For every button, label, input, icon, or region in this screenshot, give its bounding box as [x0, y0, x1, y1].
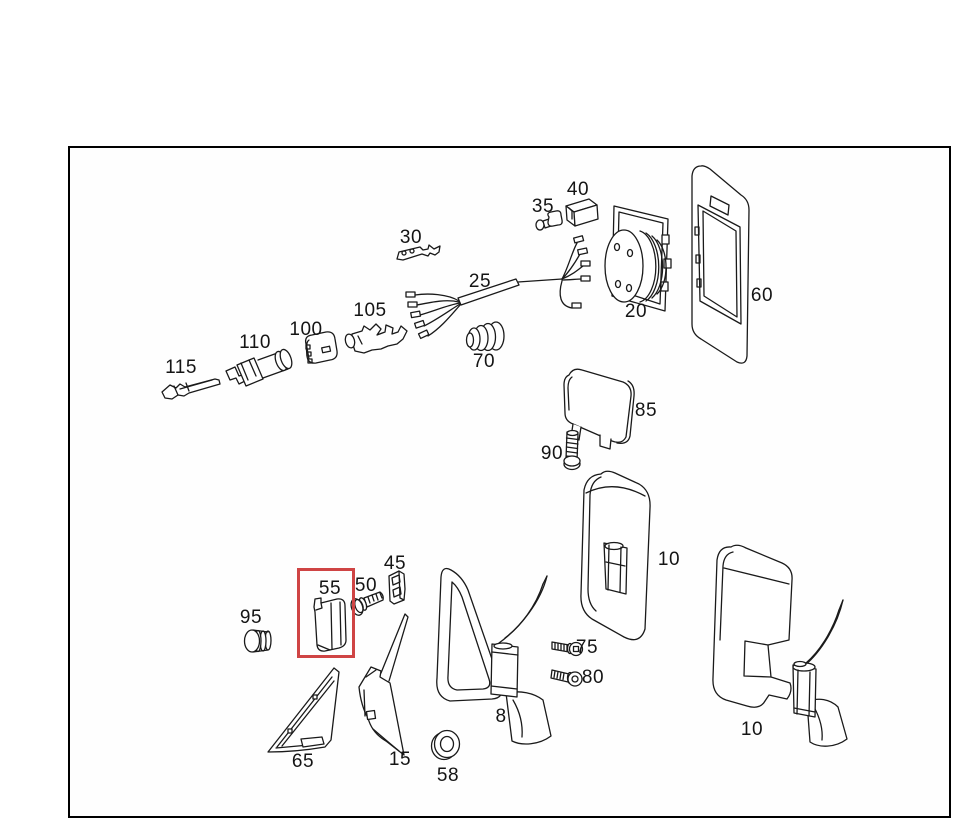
- part-70-drawing: [467, 322, 505, 351]
- part-callout-58[interactable]: 58: [436, 765, 460, 786]
- part-callout-10-lower[interactable]: 10: [740, 719, 764, 740]
- part-60-drawing: [692, 166, 749, 363]
- part-callout-20[interactable]: 20: [624, 301, 648, 322]
- part-callout-110[interactable]: 110: [239, 332, 271, 353]
- part-callout-10-upper[interactable]: 10: [657, 549, 681, 570]
- selection-highlight-box: [297, 568, 355, 658]
- part-110-drawing: [226, 348, 294, 386]
- part-45-drawing: [389, 571, 405, 604]
- part-callout-75[interactable]: 75: [575, 637, 599, 658]
- part-85-drawing: [564, 369, 634, 449]
- part-callout-105[interactable]: 105: [353, 300, 387, 321]
- part-10-lower-drawing: [713, 545, 847, 746]
- part-75-drawing: [552, 642, 583, 656]
- part-callout-115[interactable]: 115: [165, 357, 197, 378]
- part-callout-30[interactable]: 30: [399, 227, 423, 248]
- part-20-drawing: [605, 206, 671, 311]
- part-80-drawing: [551, 670, 582, 686]
- part-callout-50[interactable]: 50: [354, 575, 378, 596]
- part-65-drawing: [268, 668, 339, 752]
- part-callout-25[interactable]: 25: [468, 271, 492, 292]
- part-8-drawing: [437, 569, 551, 744]
- part-callout-95[interactable]: 95: [239, 607, 263, 628]
- part-105-drawing: [344, 324, 407, 353]
- part-callout-55[interactable]: 55: [318, 578, 342, 599]
- part-58-drawing: [432, 731, 460, 760]
- part-100-drawing: [306, 332, 338, 363]
- part-callout-8[interactable]: 8: [495, 706, 507, 727]
- part-55-drawing: [314, 598, 346, 651]
- part-callout-85[interactable]: 85: [634, 400, 658, 421]
- part-callout-100[interactable]: 100: [289, 319, 323, 340]
- part-40-drawing: [566, 199, 598, 226]
- part-15-drawing: [359, 614, 408, 755]
- part-callout-80[interactable]: 80: [581, 667, 605, 688]
- part-115-drawing: [162, 379, 220, 399]
- part-callout-70[interactable]: 70: [472, 351, 496, 372]
- part-10-upper-drawing: [581, 471, 650, 639]
- part-callout-90[interactable]: 90: [540, 443, 564, 464]
- part-30-drawing: [397, 245, 440, 260]
- part-callout-45[interactable]: 45: [383, 553, 407, 574]
- part-35-drawing: [536, 211, 562, 230]
- part-25-drawing: [406, 236, 590, 339]
- part-95-drawing: [245, 630, 272, 652]
- part-callout-15[interactable]: 15: [388, 749, 412, 770]
- part-callout-60[interactable]: 60: [750, 285, 774, 306]
- part-callout-35[interactable]: 35: [531, 196, 555, 217]
- part-callout-65[interactable]: 65: [291, 751, 315, 772]
- part-90-drawing: [564, 431, 580, 470]
- part-callout-40[interactable]: 40: [566, 179, 590, 200]
